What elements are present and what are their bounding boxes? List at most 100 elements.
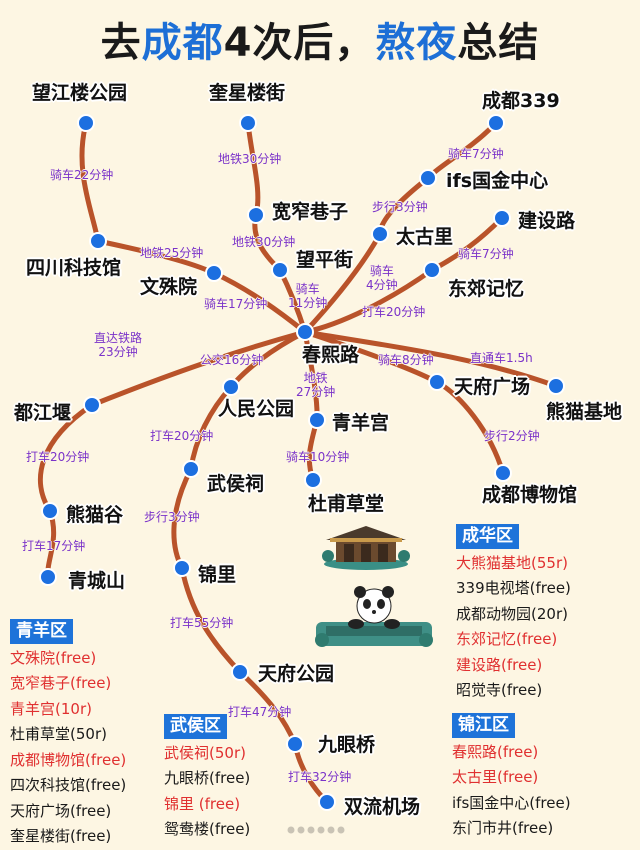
route-time-line: 27分钟 xyxy=(296,384,336,399)
route-time: 打车20分钟 xyxy=(362,305,426,319)
station-label: 春熙路 xyxy=(302,344,360,366)
route-time: 骑车7分钟 xyxy=(458,247,514,261)
station-node[interactable] xyxy=(547,377,565,395)
station-node[interactable] xyxy=(296,323,314,341)
route-line xyxy=(245,120,308,335)
district-jinjiang: 锦江区 春熙路(free) 太古里(free) ifs国金中心(free) 东门… xyxy=(452,713,571,842)
station-label: 杜甫草堂 xyxy=(308,493,385,515)
district-item: 成都动物园(20r) xyxy=(456,604,568,623)
station-node[interactable] xyxy=(304,471,322,489)
station-label: 武侯祠 xyxy=(207,473,265,495)
route-time: 地铁30分钟 xyxy=(218,152,282,166)
district-item: 太古里(free) xyxy=(452,768,539,787)
district-item: 青羊宫(10r) xyxy=(10,699,92,718)
title-part: 去 xyxy=(100,20,142,66)
station-node[interactable] xyxy=(371,225,389,243)
district-item: 武侯祠(50r) xyxy=(164,743,246,762)
title-part: 总结 xyxy=(457,20,540,66)
district-item: 昭觉寺(free) xyxy=(456,681,543,700)
station-label: 宽窄巷子 xyxy=(272,201,349,223)
station-node[interactable] xyxy=(419,169,437,187)
station-label: 熊猫谷 xyxy=(66,504,124,526)
station-node[interactable] xyxy=(173,559,191,577)
station-label: 四川科技馆 xyxy=(26,257,122,279)
station-node[interactable] xyxy=(318,793,336,811)
station-node[interactable] xyxy=(222,378,240,396)
route-time-line: 地铁 xyxy=(303,371,328,385)
route-time: 直通车1.5h xyxy=(470,351,533,365)
station-label: 成都博物馆 xyxy=(482,484,578,506)
route-time: 公交16分钟 xyxy=(200,353,264,367)
district-item: ifs国金中心(free) xyxy=(452,793,571,812)
district-item: 锦里 (free) xyxy=(164,794,241,813)
panda-illustration xyxy=(315,586,433,647)
station-node[interactable] xyxy=(83,396,101,414)
page-title: 去成都4次后，熬夜总结 xyxy=(0,10,640,68)
station-node[interactable] xyxy=(493,209,511,227)
station-node[interactable] xyxy=(271,261,289,279)
district-item: 大熊猫基地(55r) xyxy=(456,553,568,572)
route-line xyxy=(302,329,559,389)
station-label: 青羊宫 xyxy=(332,412,390,434)
district-item: 四次科技馆(free) xyxy=(10,776,127,795)
district-item: 东门市井(free) xyxy=(452,819,554,838)
station-node[interactable] xyxy=(89,232,107,250)
station-node[interactable] xyxy=(428,373,446,391)
district-item: 成都博物馆(free) xyxy=(10,750,127,769)
station-node[interactable] xyxy=(205,264,223,282)
route-time: 打车17分钟 xyxy=(22,539,86,553)
route-time-line: 直达铁路 xyxy=(94,331,143,345)
temple-illustration xyxy=(322,526,410,570)
route-time: 步行3分钟 xyxy=(372,200,428,214)
route-time: 骑车7分钟 xyxy=(448,147,504,161)
title-part: 4次后， xyxy=(223,20,376,66)
station-node[interactable] xyxy=(41,502,59,520)
station-label: 熊猫基地 xyxy=(546,401,623,423)
station-node[interactable] xyxy=(423,261,441,279)
station-label: 人民公园 xyxy=(218,398,295,420)
station-label: 文殊院 xyxy=(140,276,198,298)
station-node[interactable] xyxy=(231,663,249,681)
station-node[interactable] xyxy=(247,206,265,224)
station-label: 天府公园 xyxy=(258,663,335,685)
district-chenghua: 成华区 大熊猫基地(55r) 339电视塔(free) 成都动物园(20r) 东… xyxy=(456,524,571,704)
title-part: 成都 xyxy=(141,20,224,66)
district-qingyang: 青羊区 文殊院(free) 宽窄巷子(free) 青羊宫(10r) 杜甫草堂(5… xyxy=(10,619,126,850)
station-label: 都江堰 xyxy=(14,402,72,424)
district-title: 锦江区 xyxy=(452,713,515,738)
route-time-line: 骑车 xyxy=(295,282,320,296)
district-title: 成华区 xyxy=(456,524,519,549)
station-node[interactable] xyxy=(39,568,57,586)
station-label: 锦里 xyxy=(198,564,237,586)
station-node[interactable] xyxy=(77,114,95,132)
station-label: 望平街 xyxy=(296,249,354,271)
route-line xyxy=(37,329,308,580)
district-wuhou: 武侯区 武侯祠(50r) 九眼桥(free) 锦里 (free) 鸳鸯楼(fre… xyxy=(164,714,250,843)
route-time-line: 4分钟 xyxy=(366,277,398,292)
route-time: 地铁25分钟 xyxy=(140,246,204,260)
station-node[interactable] xyxy=(286,735,304,753)
route-line xyxy=(302,120,499,335)
route-time: 打车55分钟 xyxy=(170,616,234,630)
station-label: 青城山 xyxy=(68,570,126,592)
route-time-line: 11分钟 xyxy=(288,295,328,310)
station-node[interactable] xyxy=(487,114,505,132)
station-label: 奎星楼街 xyxy=(209,82,286,104)
station-label: 东郊记忆 xyxy=(448,278,525,300)
station-label: 双流机场 xyxy=(344,796,421,818)
station-node[interactable] xyxy=(494,464,512,482)
district-item: 宽窄巷子(free) xyxy=(10,674,112,693)
station-node[interactable] xyxy=(308,411,326,429)
route-time-line: 骑车 xyxy=(369,264,394,278)
station-node[interactable] xyxy=(182,460,200,478)
route-time: 打车20分钟 xyxy=(150,429,214,443)
route-time: 打车47分钟 xyxy=(228,705,292,719)
station-label: 太古里 xyxy=(396,226,454,248)
district-item: 文殊院(free) xyxy=(10,648,97,667)
station-node[interactable] xyxy=(239,114,257,132)
station-label: 望江楼公园 xyxy=(32,82,128,104)
